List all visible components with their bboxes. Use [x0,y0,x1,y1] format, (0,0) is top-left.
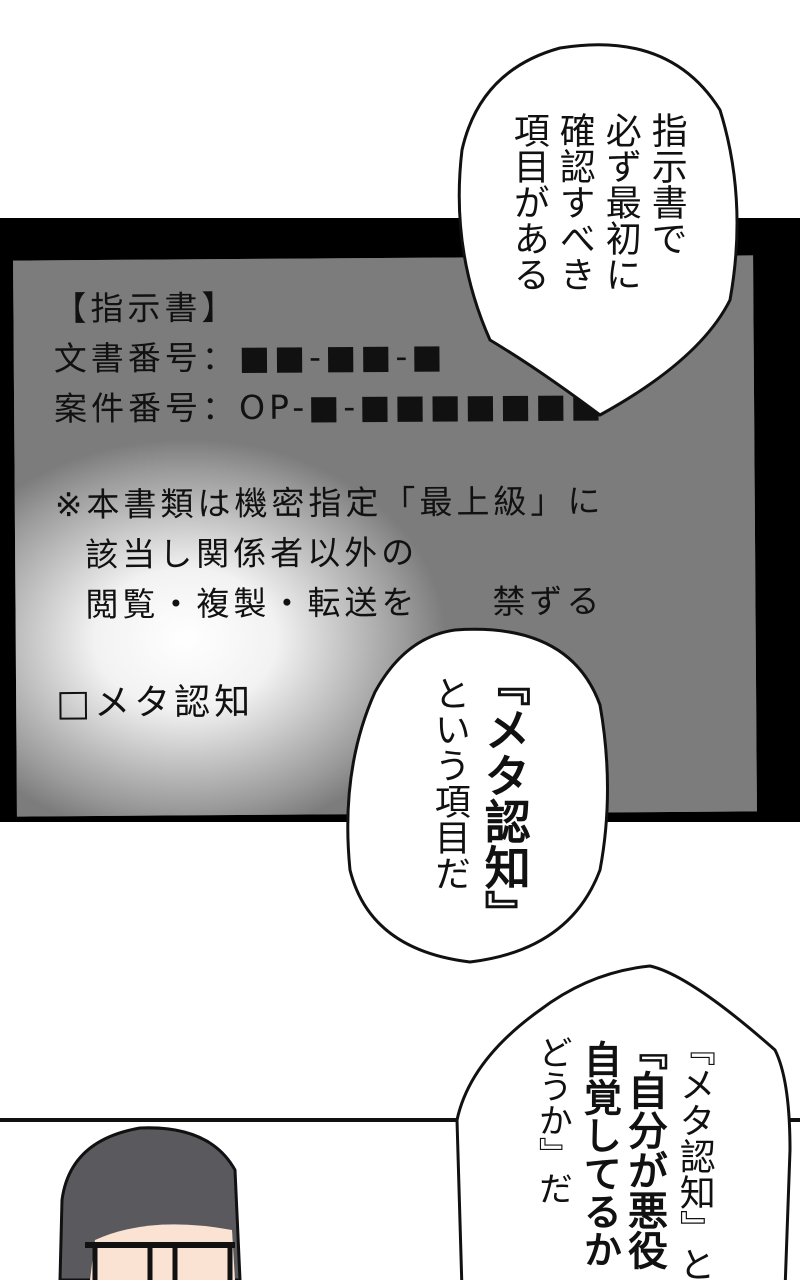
bubble1-line-2: 必ず最初に [599,112,641,292]
bubble2-line-2: という項目だ [428,675,470,891]
bubble1-line-1: 指示書で [645,112,687,256]
bubble3-line-1: 『メタ認知』と [673,1030,715,1282]
bubble2-line-1: 『メタ認知』 [477,660,532,936]
panel-divider [0,1118,800,1122]
man-head-illustration [58,1126,242,1280]
bubble3-line-4: どうか』だ [532,1035,573,1205]
bubble1-line-4: 項目がある [507,112,549,292]
bubble3-line-2: 『自分が悪役 [621,1030,667,1270]
speech-bubble-2 [346,627,609,964]
speech-bubble-3 [455,964,792,1280]
bubble3-line-3: 自覚してるか [577,1040,622,1268]
bubble1-line-3: 確認すべき [553,112,595,292]
speech-bubble-1 [457,43,739,417]
